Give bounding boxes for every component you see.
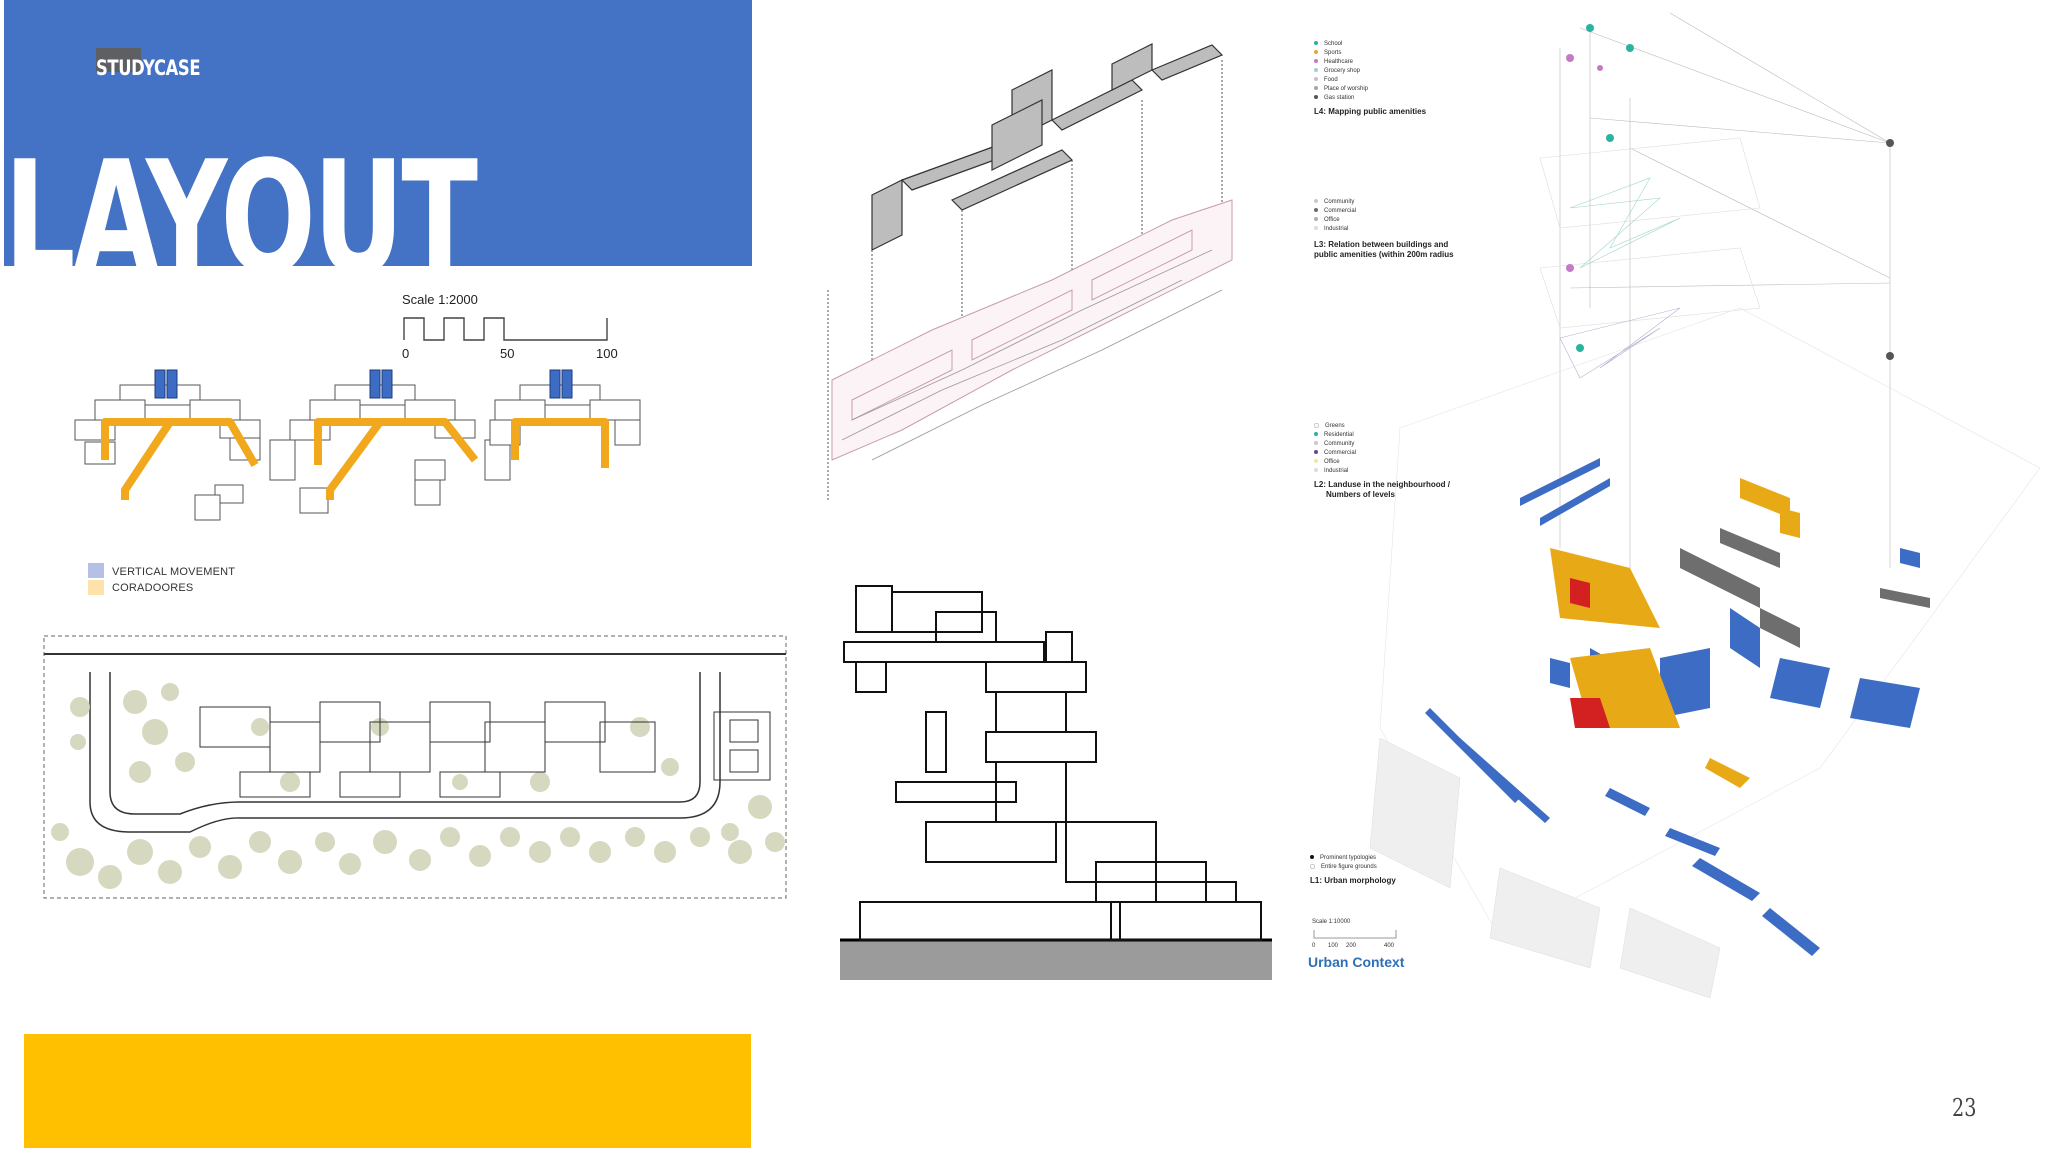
legend-label-vertical-movement: VERTICAL MOVEMENT <box>112 566 236 578</box>
page-number: 23 <box>1952 1094 1977 1122</box>
isometric-circulation-diagram <box>827 43 1233 500</box>
legend-l2-label: Office <box>1324 459 1340 465</box>
legend-l2-label: Community <box>1324 441 1355 447</box>
urban-scale-tick-400: 400 <box>1384 943 1395 949</box>
legend-l2-title-2: Numbers of levels <box>1326 490 1395 499</box>
urban-scale-tick-0: 0 <box>1312 943 1316 949</box>
legend-l4-title: L4: Mapping public amenities <box>1314 107 1427 116</box>
legend-dot <box>1314 199 1318 204</box>
legend-dot <box>1314 95 1318 100</box>
legend-l4-item: Food <box>1314 76 1426 85</box>
legend-l4-label: Grocery shop <box>1324 68 1361 74</box>
legend-swatch-coradoores <box>88 580 104 595</box>
floor-plan-diagram <box>74 369 641 521</box>
legend-dot <box>1314 50 1318 55</box>
legend-l3-item: Commercial <box>1314 207 1454 216</box>
legend-dot <box>1314 441 1318 446</box>
legend-l3-title-2: public amenities (within 200m radius <box>1314 250 1454 259</box>
legend-l4-label: Gas station <box>1324 95 1355 101</box>
legend-dot <box>1314 450 1318 455</box>
legend-swatch-vertical-movement <box>88 563 104 578</box>
legend-l4-item: Gas station <box>1314 94 1426 103</box>
legend-l3-label: Industrial <box>1324 226 1349 232</box>
legend-dot <box>1314 468 1318 473</box>
legend-l2-label: Industrial <box>1324 468 1349 474</box>
urban-scale-label: Scale 1:10000 <box>1312 919 1351 925</box>
legend-l2-item: Commercial <box>1314 449 1450 458</box>
plan-scale-tick-100: 100 <box>596 346 618 361</box>
legend-l2-item: Industrial <box>1314 467 1450 476</box>
legend-l3-label: Commercial <box>1324 208 1357 214</box>
legend-l2-label: Greens <box>1325 423 1345 429</box>
legend-l2-item: Residential <box>1314 431 1450 440</box>
plan-scale-bar <box>403 317 608 341</box>
legend-l4-item: Grocery shop <box>1314 67 1426 76</box>
legend-l1-item: Prominent typologies <box>1310 854 1396 863</box>
plan-scale-label: Scale 1:2000 <box>402 292 478 307</box>
legend-l1-label: Entire figure grounds <box>1321 864 1377 870</box>
legend-l2: Greens Residential Community Commercial … <box>1314 422 1450 500</box>
legend-l4-item: School <box>1314 40 1426 49</box>
legend-l3-item: Office <box>1314 216 1454 225</box>
legend-l1: Prominent typologies Entire figure groun… <box>1310 854 1396 886</box>
legend-dot <box>1310 863 1315 869</box>
legend-l4-label: Place of worship <box>1324 86 1369 92</box>
legend-l4-item: Sports <box>1314 49 1426 58</box>
legend-l1-item: Entire figure grounds <box>1310 863 1396 872</box>
legend-l2-title-1: L2: Landuse in the neighbourhood / <box>1314 480 1450 489</box>
legend-l4-label: Food <box>1324 77 1338 83</box>
legend-dot <box>1314 432 1318 437</box>
legend-l3-label: Office <box>1324 217 1340 223</box>
urban-scale-bar <box>1313 930 1397 939</box>
studycase-tag: STUDYCASE <box>96 56 201 80</box>
legend-l2-item: Office <box>1314 458 1450 467</box>
header-band: STUDYCASE LAYOUT <box>4 0 752 266</box>
legend-l4-item: Healthcare <box>1314 58 1426 67</box>
legend-l1-label: Prominent typologies <box>1320 855 1377 861</box>
legend-dot <box>1314 217 1318 222</box>
legend-l2-item: Community <box>1314 440 1450 449</box>
page-title: LAYOUT <box>4 127 478 266</box>
legend-dot <box>1314 41 1318 46</box>
legend-l2-item: Greens <box>1314 422 1450 431</box>
legend-dot <box>1314 77 1318 82</box>
legend-l2-label: Residential <box>1324 432 1354 438</box>
urban-scale-tick-100: 100 <box>1328 943 1339 949</box>
urban-scale-tick-200: 200 <box>1346 943 1357 949</box>
legend-dot <box>1310 855 1314 860</box>
legend-dot <box>1314 226 1318 231</box>
footer-band <box>24 1034 751 1148</box>
site-plan-diagram <box>43 635 787 899</box>
legend-l4-item: Place of worship <box>1314 85 1426 94</box>
urban-context-axonometric <box>1369 12 2041 999</box>
legend-l3: Community Commercial Office Industrial L… <box>1314 198 1454 260</box>
plan-scale-tick-0: 0 <box>402 346 410 361</box>
legend-l3-item: Industrial <box>1314 225 1454 234</box>
urban-context-title: Urban Context <box>1308 954 1405 970</box>
legend-l3-label: Community <box>1324 199 1355 205</box>
legend-label-coradoores: CORADOORES <box>112 582 194 594</box>
legend-l4: School Sports Healthcare Grocery shop Fo… <box>1314 40 1426 117</box>
tag-box <box>96 48 141 72</box>
legend-dot <box>1314 422 1319 428</box>
legend-dot <box>1314 459 1318 464</box>
legend-l1-title: L1: Urban morphology <box>1310 876 1396 885</box>
legend-dot <box>1314 208 1318 213</box>
legend-l3-item: Community <box>1314 198 1454 207</box>
legend-dot <box>1314 59 1318 64</box>
plan-scale-tick-50: 50 <box>500 346 515 361</box>
legend-l2-label: Commercial <box>1324 450 1357 456</box>
legend-l4-label: School <box>1324 41 1343 47</box>
legend-dot <box>1314 86 1318 91</box>
building-section-drawing <box>840 585 1272 980</box>
legend-l4-label: Sports <box>1324 50 1342 56</box>
isometric-note: ​ <box>1222 460 1246 466</box>
legend-l4-label: Healthcare <box>1324 59 1354 65</box>
legend-l3-title-1: L3: Relation between buildings and <box>1314 240 1449 249</box>
legend-dot <box>1314 68 1318 73</box>
